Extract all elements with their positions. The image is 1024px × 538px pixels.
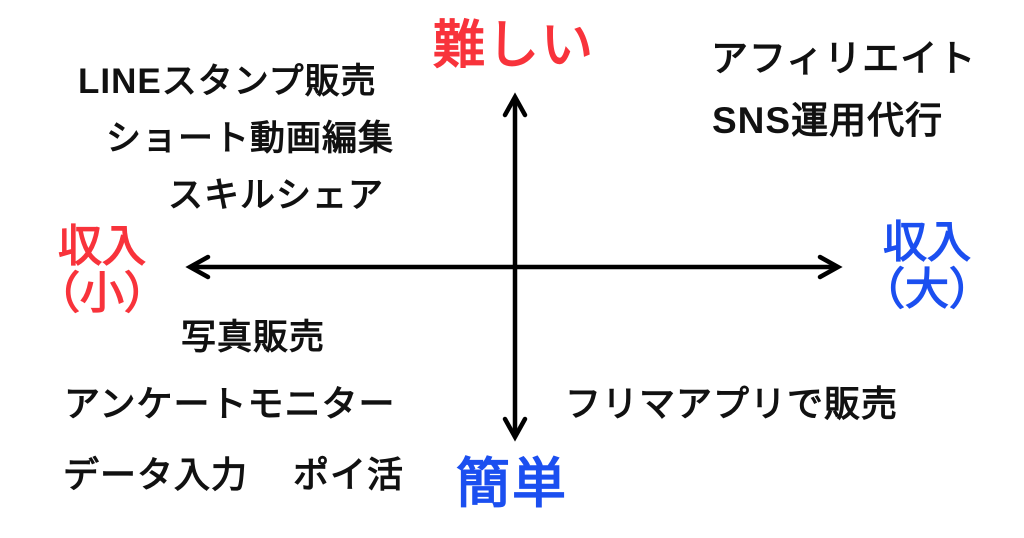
item-short-video-editing: ショート動画編集 [106,119,395,158]
arrowhead-left-icon [185,254,211,280]
item-point-activities: ポイ活 [293,454,405,495]
axis-label-income-large: 収入 （大） [857,218,997,314]
axis-label-income-large-line1: 収入 [883,218,971,267]
axis-label-income-small-line1: 収入 [58,222,146,271]
axis-label-income-small: 収入 （小） [32,222,172,318]
item-photo-sales: 写真販売 [181,318,326,357]
item-affiliate: アフィリエイト [711,38,977,79]
item-data-entry: データ入力 [63,454,249,495]
arrowhead-up-icon [502,92,528,118]
axis-label-difficult: 難しい [433,17,596,75]
item-sns-management: SNS運用代行 [712,100,944,141]
arrowhead-right-icon [817,254,843,280]
item-flea-market-app-sales: フリマアプリで販売 [565,383,899,424]
item-survey-monitor: アンケートモニター [64,383,396,424]
item-skill-share: スキルシェア [168,176,385,215]
arrowhead-down-icon [502,416,528,442]
axis-label-easy: 簡単 [456,454,568,514]
axis-label-income-large-line2: （大） [861,264,993,314]
axis-label-income-small-line2: （小） [36,268,168,318]
item-line-stamp-sales: LINEスタンプ販売 [78,62,377,101]
